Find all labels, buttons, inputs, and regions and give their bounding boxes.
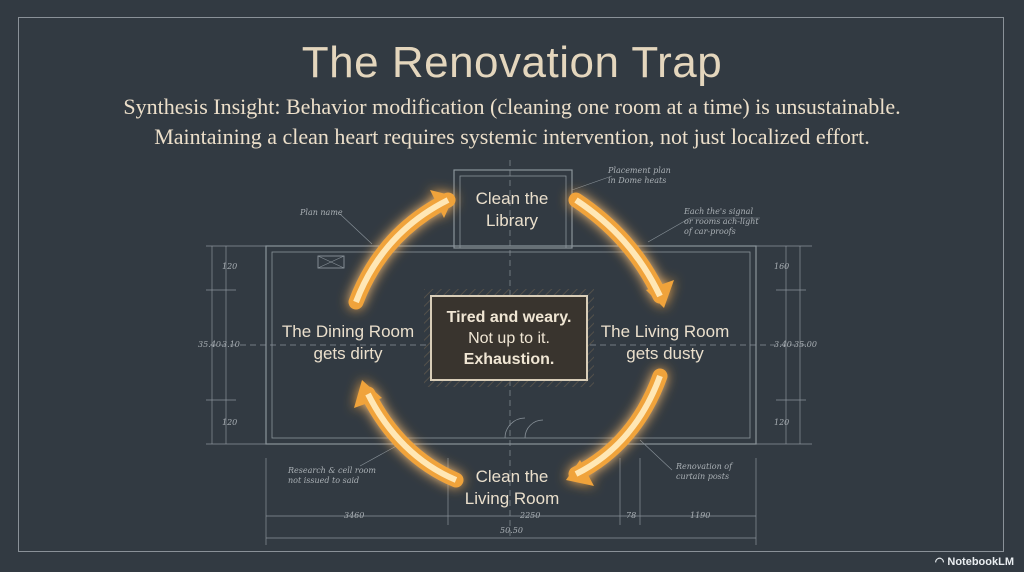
dimension-bottom-3: 78 [626,511,637,520]
node-clean-living-room-line1: Clean the [475,467,549,486]
arrow-bottom-to-left [360,386,464,488]
arrow-top-to-right [568,192,668,304]
node-living-room-dusty: The Living Room gets dusty [598,321,732,365]
node-clean-living-room-line2: Living Room [464,489,560,508]
annotation-right-line2: or rooms ach-light [684,217,759,226]
center-line-3: Exhaustion. [463,351,555,368]
cycle-arrows [348,190,674,488]
annotation-bottom-right-line2: curtain posts [676,472,730,481]
floor-plan [206,160,812,545]
annotation-bottom-left: Research & cell room not issued to said [288,466,376,486]
door-swing [504,417,526,439]
dimension-right-2: 3.40 [774,340,792,349]
annotation-top-right: Placement plan in Dome heats [608,166,671,186]
subtitle-line-2: Maintaining a clean heart requires syste… [154,124,870,149]
dimension-bottom-1: 3460 [344,511,365,520]
annotation-plan-name: Plan name [300,208,343,217]
annotation-bottom-left-line2: not issued to said [288,476,360,485]
dimension-right-4: 120 [774,418,790,427]
node-clean-living-room: Clean the Living Room [452,466,572,510]
annotation-bottom-right-line1: Renovation of [676,462,733,471]
slide-frame [18,17,1004,552]
node-clean-library-line2: Library [486,211,538,230]
brand-label: NotebookLM [947,556,1014,568]
dimension-left-2: 35.40 [198,340,221,349]
library-inner-walls [459,175,567,249]
subtitle-line-1: Synthesis Insight: Behavior modification… [123,94,901,119]
dimension-right-3: 35.00 [794,340,817,349]
node-living-room-dusty-line1: The Living Room [600,322,730,341]
node-dining-room-dirty: The Dining Room gets dirty [278,321,418,365]
dimension-bottom-4: 1190 [690,511,711,520]
dimension-left-3: 3.10 [222,340,240,349]
notebooklm-logo-icon: ◠ [934,556,945,568]
center-line-2: Not up to it. [468,330,550,347]
annotation-right-line1: Each the's signal [684,207,753,216]
annotation-bottom-left-line1: Research & cell room [288,466,376,475]
annotation-top-right-line2: in Dome heats [608,176,667,185]
annotation-bottom-right: Renovation of curtain posts [676,462,732,482]
node-living-room-dusty-line2: gets dusty [626,344,704,363]
center-line-1: Tired and weary. [446,309,572,326]
node-clean-library-line1: Clean the [475,189,549,208]
dimension-left-4: 120 [222,418,238,427]
annotation-right-line3: of car-proofs [684,227,736,236]
notebooklm-watermark: ◠ NotebookLM [935,555,1014,568]
node-dining-room-dirty-line2: gets dirty [313,344,383,363]
arrow-right-to-bottom [568,368,668,482]
center-exhaustion-box: Tired and weary. Not up to it. Exhaustio… [430,295,588,381]
dimension-right-1: 160 [774,262,790,271]
slide-title: The Renovation Trap [301,38,723,87]
annotation-right: Each the's signal or rooms ach-light of … [684,207,759,237]
node-dining-room-dirty-line1: The Dining Room [281,322,415,341]
dimension-total: 50.50 [500,526,523,535]
arrow-left-to-top [348,192,456,310]
annotation-top-right-line1: Placement plan [608,166,671,175]
node-clean-library: Clean the Library [452,188,572,232]
dimension-bottom-2: 2250 [520,511,541,520]
fireplace [317,255,345,269]
dimension-left-1: 120 [222,262,238,271]
